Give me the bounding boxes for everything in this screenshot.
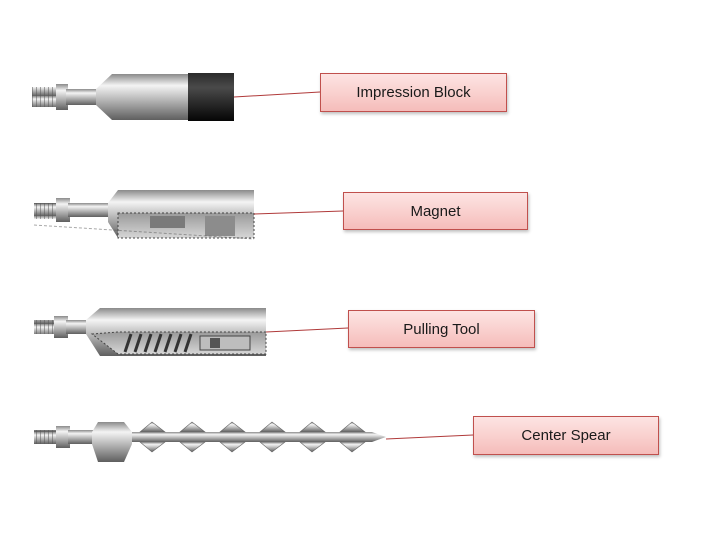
impression-block-tool [32,73,234,121]
label-impression-block: Impression Block [320,73,507,112]
center-spear-barbs [139,421,366,453]
leader-line-pulling-tool [265,327,349,333]
center-spear-tool [34,421,386,462]
impression-block-rubber [188,73,234,121]
pulling-tool-spring [123,333,193,353]
pulling-tool [34,308,267,356]
leader-line-impression-block [233,91,321,98]
magnet-tool [33,190,255,240]
label-center-spear: Center Spear [473,416,659,455]
leader-line-center-spear [385,434,474,440]
label-pulling-tool: Pulling Tool [348,310,535,348]
leader-line-magnet [253,210,344,215]
leader-lines [233,91,474,440]
label-magnet: Magnet [343,192,528,230]
